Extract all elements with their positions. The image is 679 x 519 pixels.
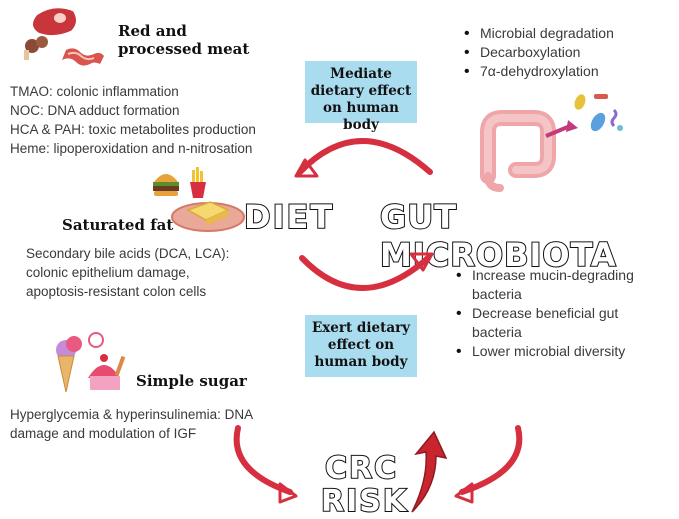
fat-line: colonic epithelium damage, [26, 265, 190, 280]
bullet-item: Decrease beneficial gut bacteria [456, 304, 671, 342]
diet-label: DIET [243, 197, 335, 237]
meat-details: TMAO: colonic inflammation NOC: DNA addu… [10, 82, 290, 158]
meat-title: Red and processed meat [118, 22, 250, 58]
colon-icon [472, 96, 622, 196]
top-arrowhead-icon [294, 158, 319, 178]
mediate-box: Mediate dietary effect on human body [305, 61, 417, 133]
fat-details: Secondary bile acids (DCA, LCA): colonic… [26, 244, 276, 301]
right-arrowhead-icon [454, 482, 474, 504]
sugar-title: Simple sugar [136, 372, 247, 390]
increase-arrow-icon [411, 430, 448, 513]
fat-title: Saturated fat [62, 216, 174, 234]
sugar-line: Hyperglycemia & hyperinsulinemia: DNA [10, 407, 254, 422]
sugar-details: Hyperglycemia & hyperinsulinemia: DNA da… [10, 405, 300, 443]
meat-line: HCA & PAH: toxic metabolites production [10, 122, 256, 137]
top-cycle-arrow [297, 138, 433, 175]
left-risk-arrow [233, 425, 293, 495]
crc-label: CRC [324, 450, 399, 487]
bullet-item: Decarboxylation [464, 43, 674, 62]
bullet-item: Increase mucin-degrading bacteria [456, 266, 671, 304]
left-arrowhead-icon [278, 482, 298, 504]
sugar-line: damage and modulation of IGF [10, 426, 197, 441]
bacteria-icon [568, 92, 632, 140]
sweets-icon [44, 328, 136, 396]
bottom-bullet-list: Increase mucin-degrading bacteria Decrea… [456, 266, 671, 361]
bullet-item: 7α-dehydroxylation [464, 62, 674, 81]
risk-label: RISK [320, 483, 409, 519]
meat-line: TMAO: colonic inflammation [10, 84, 179, 99]
meat-icon [14, 2, 110, 82]
bottom-cycle-arrow [299, 255, 431, 291]
exert-box: Exert dietary effect on human body [305, 315, 417, 377]
burger-fries-icon [148, 162, 256, 240]
fat-line: Secondary bile acids (DCA, LCA): [26, 246, 230, 261]
right-risk-arrow [459, 425, 523, 495]
fat-line: apoptosis-resistant colon cells [26, 284, 207, 299]
bottom-arrowhead-icon [409, 252, 434, 272]
bullet-item: Microbial degradation [464, 24, 674, 43]
meat-line: NOC: DNA adduct formation [10, 103, 180, 118]
bullet-item: Lower microbial diversity [456, 342, 671, 361]
top-bullet-list: Microbial degradation Decarboxylation 7α… [464, 24, 674, 81]
meat-line: Heme: lipoperoxidation and n-nitrosation [10, 141, 253, 156]
